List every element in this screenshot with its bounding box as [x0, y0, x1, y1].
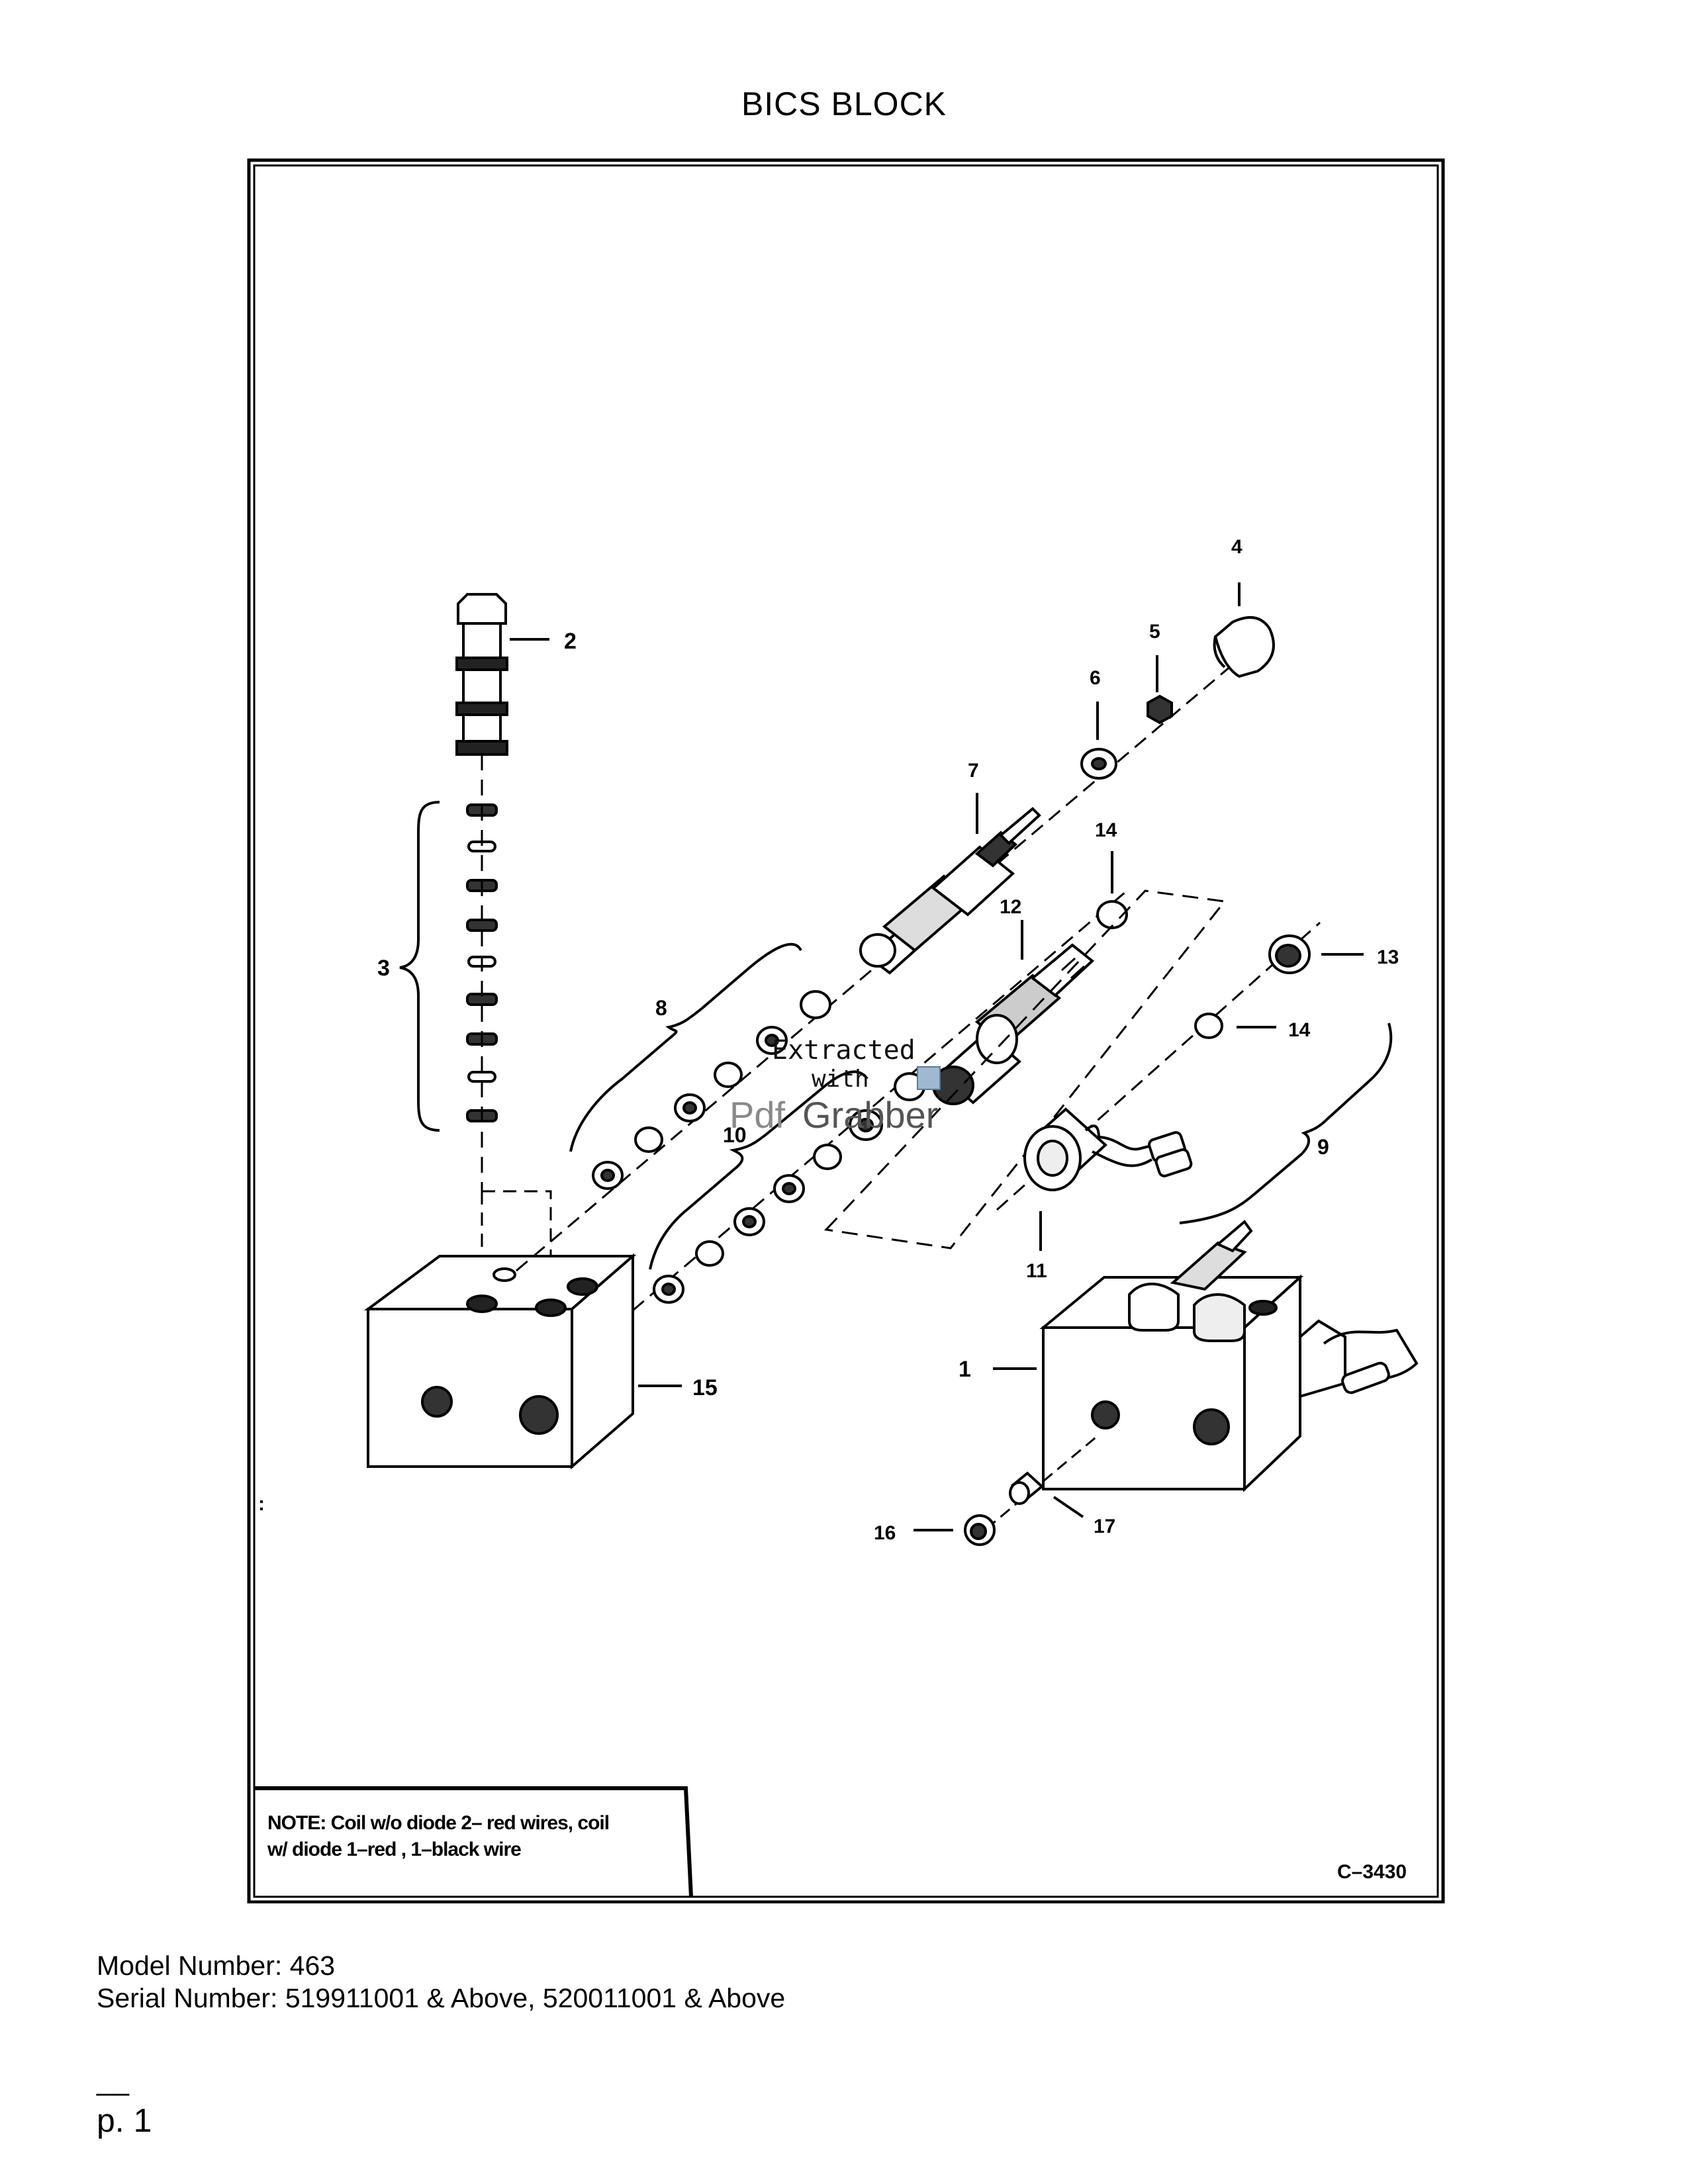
part-14-o-ring-lower [1194, 1013, 1223, 1039]
callout-9: 9 [1317, 1135, 1329, 1159]
note-box: NOTE: Coil w/o diode 2– red wires, coil … [254, 1786, 693, 1897]
callout-1: 1 [959, 1357, 971, 1382]
callout-17: 17 [1094, 1516, 1115, 1537]
bics-block-exploded-diagram: 2 3 15 4 5 [247, 158, 1445, 1903]
callout-12: 12 [1000, 896, 1021, 918]
part-5-nut [1147, 694, 1173, 725]
part-2-cartridge-valve [455, 593, 508, 756]
pdfgrabber-watermark: Extracted with Pdf Grabber [729, 1035, 941, 1136]
svg-text:Grabber: Grabber [802, 1094, 938, 1136]
model-number: Model Number: 463 [97, 1950, 336, 1981]
part-10-seal-kit [653, 1072, 925, 1304]
part-12-cartridge [932, 943, 1095, 1105]
diagram-frame [247, 158, 1445, 1903]
note-line-2: w/ diode 1–red , 1–black wire [267, 1839, 521, 1860]
part-11-coil [1023, 1107, 1193, 1191]
part-14-o-ring-upper [1096, 900, 1128, 929]
svg-text:Extracted: Extracted [772, 1035, 915, 1066]
part-16-plug [964, 1514, 996, 1546]
note-line-1: NOTE: Coil w/o diode 2– red wires, coil [267, 1812, 609, 1834]
stray-mark: : [258, 1493, 265, 1515]
part-1-assembled-bics-block [1039, 1220, 1419, 1492]
callout-5: 5 [1149, 621, 1160, 643]
page-dash: __ [97, 2064, 129, 2097]
callout-8: 8 [655, 996, 667, 1020]
callout-10: 10 [723, 1123, 747, 1147]
part-8-seal-kit [592, 990, 831, 1190]
page-title: BICS BLOCK [741, 85, 947, 122]
part-15-bics-block [363, 1253, 637, 1470]
callout-7: 7 [968, 760, 979, 782]
callout-13: 13 [1377, 946, 1399, 968]
callout-11: 11 [1026, 1260, 1047, 1282]
serial-number: Serial Number: 519911001 & Above, 520011… [97, 1983, 786, 2013]
part-7-solenoid-valve [859, 807, 1041, 975]
callout-3: 3 [377, 956, 390, 981]
part-17-pin [1009, 1471, 1045, 1505]
callout-16: 16 [874, 1522, 896, 1544]
svg-text:with: with [812, 1066, 869, 1093]
part-4-cap [1213, 616, 1275, 678]
callout-14-lower: 14 [1288, 1019, 1311, 1041]
svg-text:Pdf: Pdf [729, 1094, 785, 1136]
part-6-washer [1080, 748, 1117, 780]
callout-6: 6 [1090, 667, 1101, 689]
callout-2: 2 [564, 629, 577, 654]
drawing-code: C–3430 [1337, 1861, 1407, 1883]
callout-14-upper: 14 [1095, 819, 1117, 841]
callout-15: 15 [692, 1375, 718, 1400]
page-number: p. 1 [97, 2102, 152, 2139]
part-13-plug [1268, 934, 1311, 974]
callout-4: 4 [1231, 536, 1243, 558]
